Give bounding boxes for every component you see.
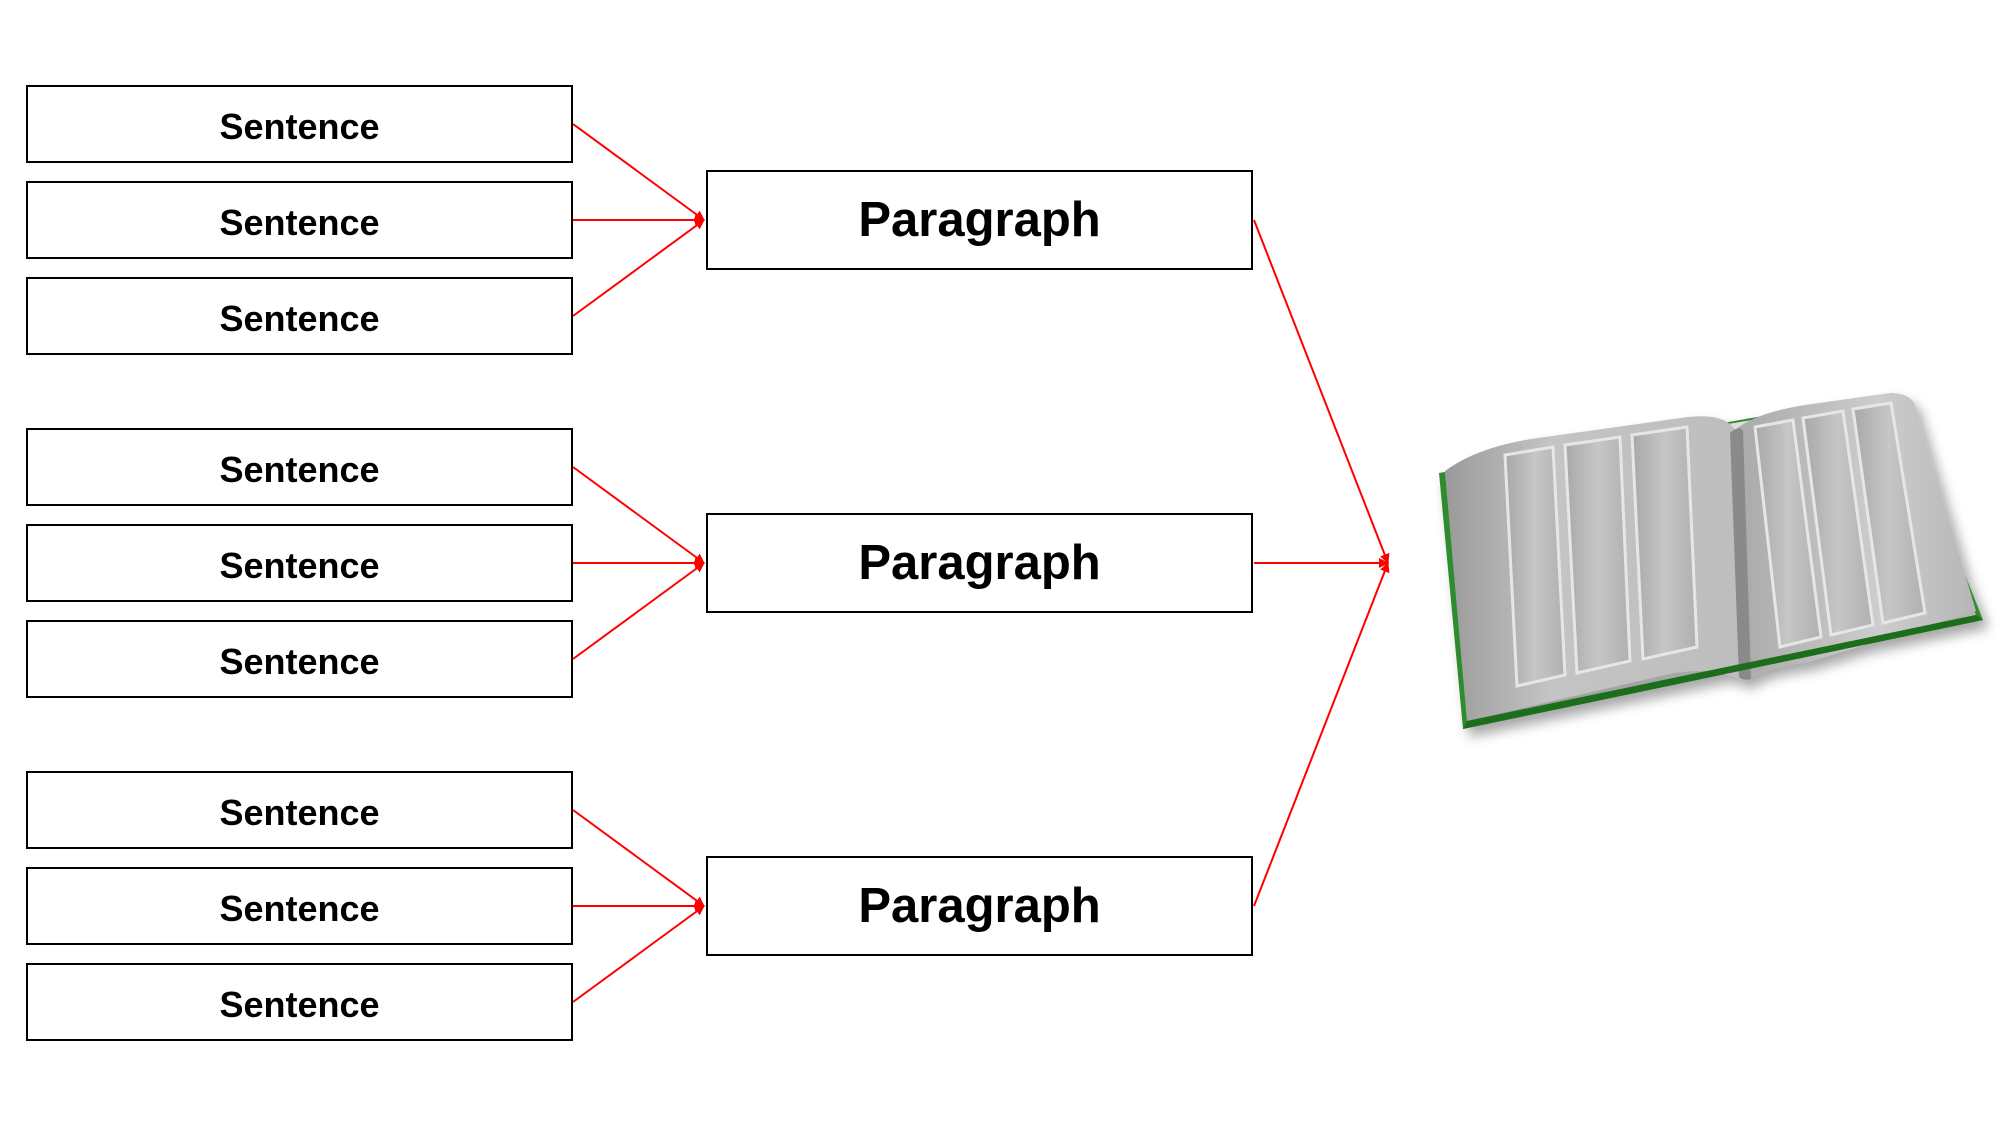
- arrow-s9-to-p3: [572, 905, 705, 1003]
- paragraph-box: Paragraph: [706, 856, 1253, 956]
- paragraph-label: Paragraph: [858, 879, 1101, 933]
- sentence-box: Sentence: [26, 867, 573, 945]
- sentence-label: Sentence: [219, 984, 380, 1025]
- open-book-icon: [1439, 393, 1983, 729]
- sentence-box: Sentence: [26, 181, 573, 259]
- paragraph-box: Paragraph: [706, 513, 1253, 613]
- paragraph-label: Paragraph: [858, 193, 1101, 247]
- sentence-label: Sentence: [219, 641, 380, 682]
- sentence-box: Sentence: [26, 277, 573, 355]
- paragraph-box: Paragraph: [706, 170, 1253, 270]
- sentence-box: Sentence: [26, 620, 573, 698]
- sentence-box: Sentence: [26, 85, 573, 163]
- sentence-label: Sentence: [219, 298, 380, 339]
- arrow-s3-to-p1: [572, 219, 705, 317]
- arrow-s4-to-p2: [572, 466, 705, 564]
- arrow-s1-to-p1: [572, 123, 705, 221]
- sentence-label: Sentence: [219, 106, 380, 147]
- sentence-box: Sentence: [26, 771, 573, 849]
- arrow-s6-to-p2: [572, 562, 705, 660]
- sentence-label: Sentence: [219, 545, 380, 586]
- sentence-label: Sentence: [219, 888, 380, 929]
- paragraph-label: Paragraph: [858, 536, 1101, 590]
- sentence-label: Sentence: [219, 449, 380, 490]
- arrow-p1-to-book: [1253, 219, 1390, 564]
- arrow-s7-to-p3: [572, 809, 705, 907]
- sentence-label: Sentence: [219, 202, 380, 243]
- sentence-label: Sentence: [219, 792, 380, 833]
- sentence-box: Sentence: [26, 963, 573, 1041]
- sentence-box: Sentence: [26, 524, 573, 602]
- sentence-box: Sentence: [26, 428, 573, 506]
- arrow-p3-to-book: [1253, 562, 1390, 907]
